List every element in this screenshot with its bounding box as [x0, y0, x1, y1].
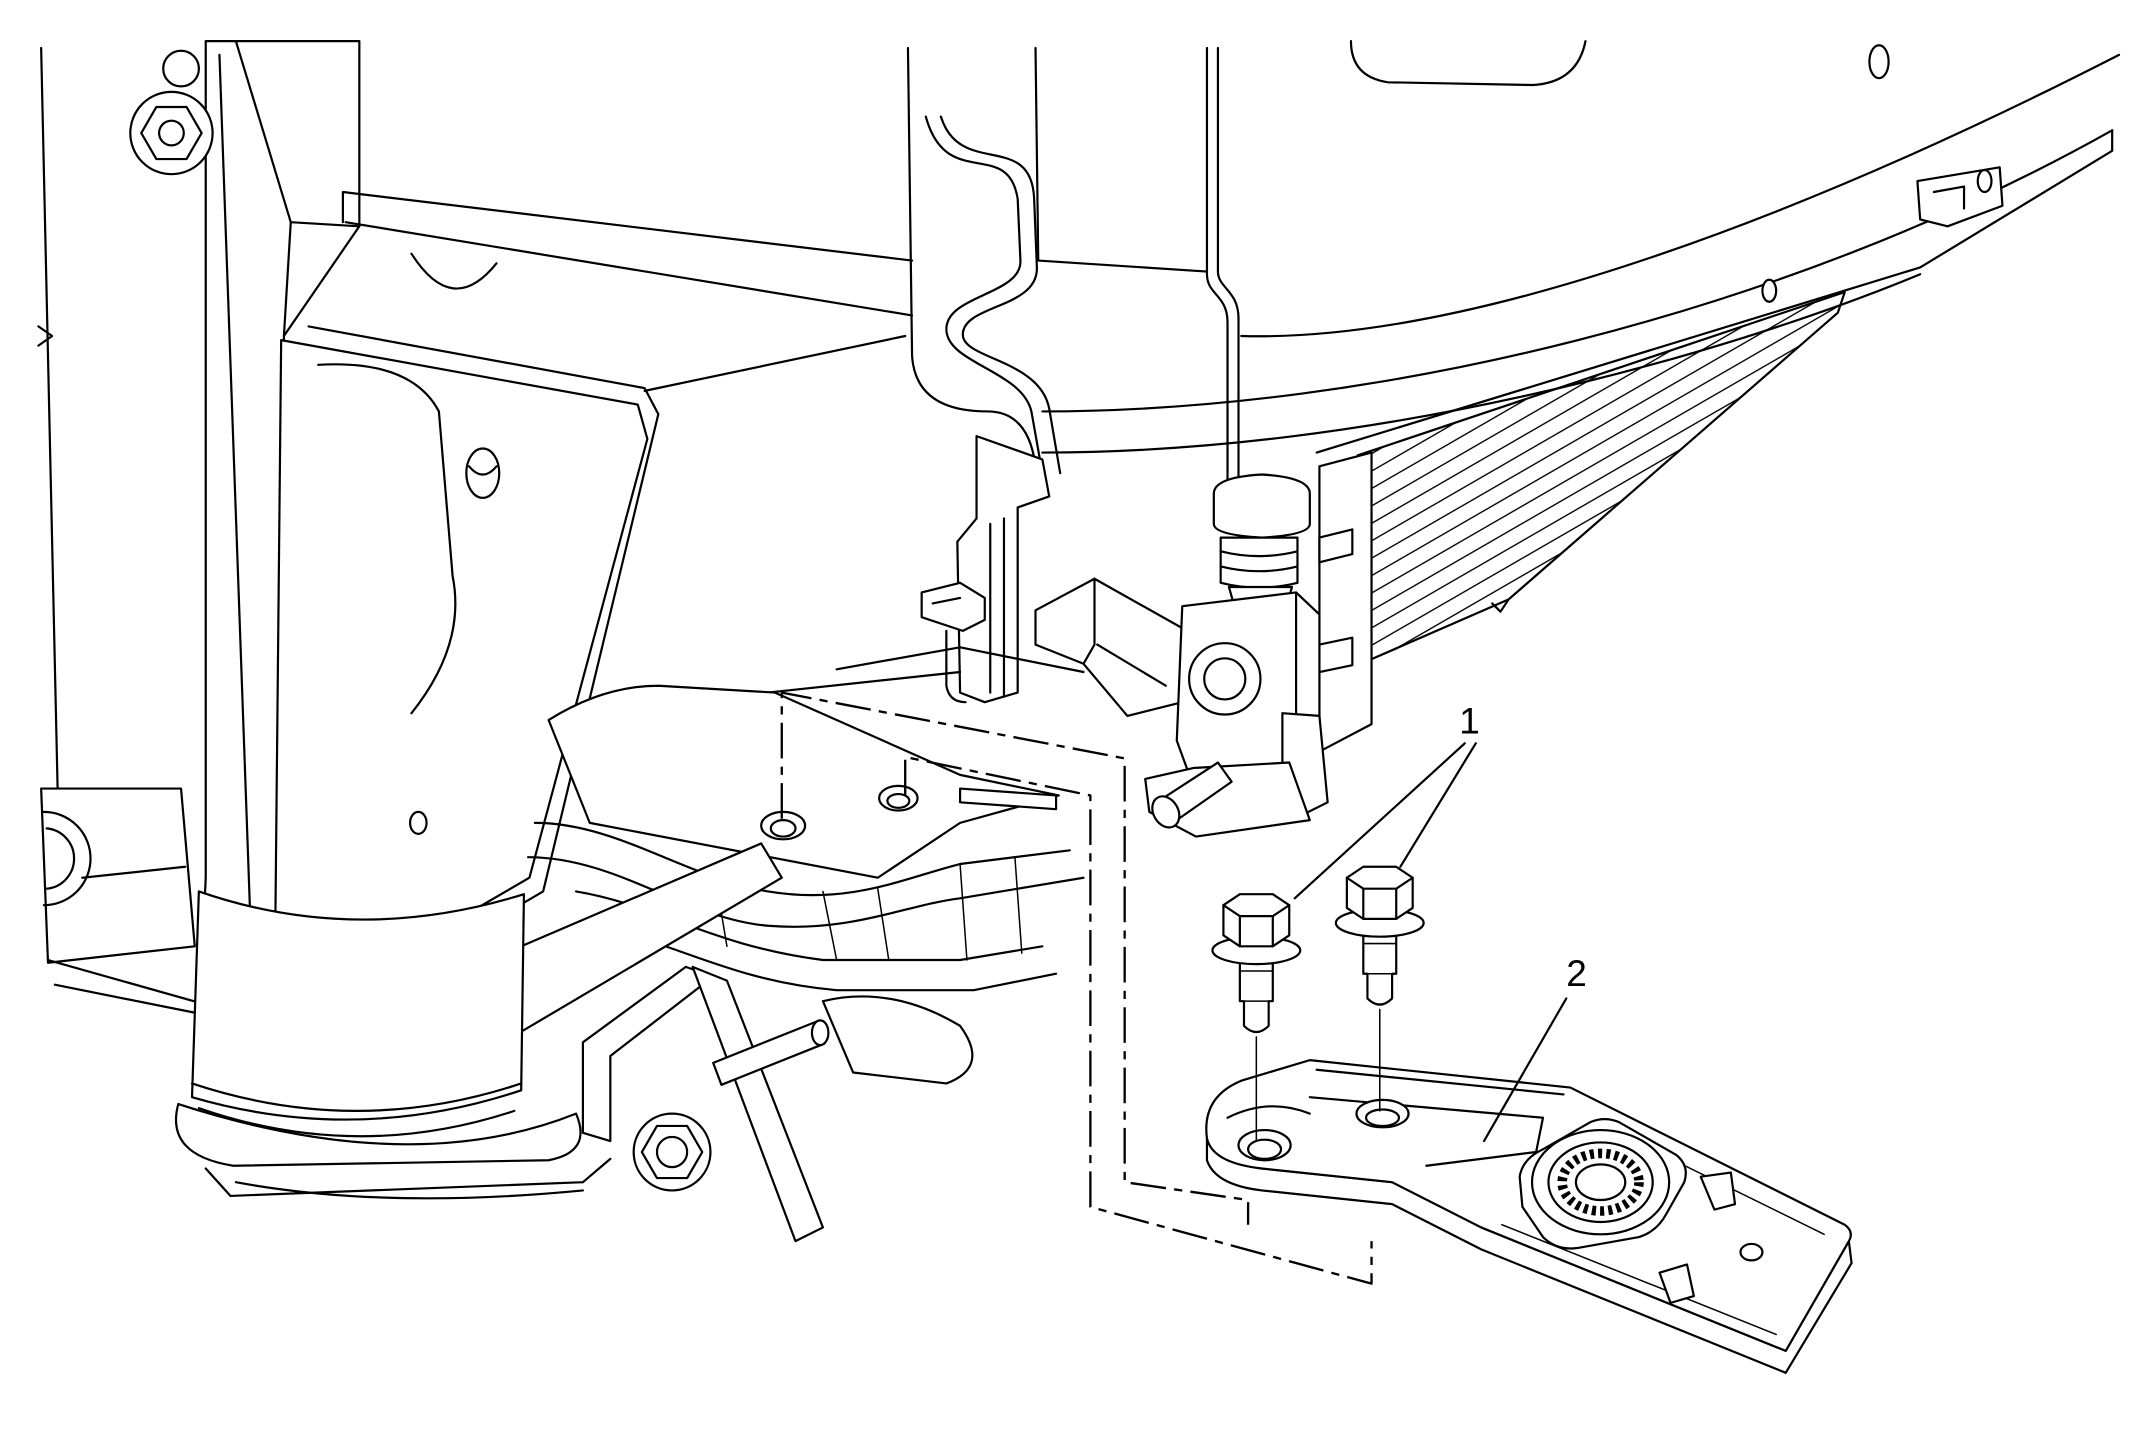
tow-bracket-hole-right-bore: [1364, 1108, 1401, 1128]
panel-upper-hole: [1868, 44, 1890, 80]
bolt-callout-label: 1: [1459, 700, 1480, 742]
crossmember-hole-left: [760, 810, 807, 841]
tie-bar-notch: [410, 252, 498, 290]
strut-mount: [174, 890, 612, 1200]
bolt-leader-line-left: [1293, 742, 1466, 900]
lower-left-opening: [42, 810, 92, 907]
panel-hole-right: [1976, 168, 1993, 194]
tie-nut-bore: [655, 1135, 689, 1169]
mounting-plate-ribs: [989, 517, 1006, 698]
crossmember-tube-upper: [526, 821, 1085, 928]
bracket-plate-bead: [317, 363, 457, 715]
retainer-tab-lower: [1658, 1263, 1695, 1304]
radiator-tank-clip: [1318, 528, 1354, 674]
tie-pin-end: [810, 1019, 830, 1047]
tow-bracket-small-hole: [1739, 1242, 1764, 1262]
frame-rail-edge: [218, 40, 361, 1016]
bolt-left-head-edges: [1238, 915, 1274, 948]
bolt-right: [1334, 865, 1425, 1112]
bolt-left-head-top: [1222, 893, 1291, 918]
bracket-callout-label: 2: [1566, 952, 1587, 994]
strut-base-plate: [174, 1102, 582, 1167]
chevron-mark: [37, 325, 54, 347]
crossmember-hole-left-bore: [769, 819, 797, 838]
side-clip-edge: [931, 596, 967, 704]
crossmember-slot: [958, 787, 1058, 811]
bracket-leader-line: [1482, 997, 1568, 1143]
frame-bolt-center: [158, 119, 185, 147]
side-clip: [920, 581, 986, 632]
angled-plate-fold: [1082, 577, 1167, 687]
bracket-plate-hole: [465, 447, 501, 499]
panel-top-dome: [1349, 40, 1587, 87]
frame-bolt-head: [140, 105, 203, 161]
radiator-tank: [1318, 451, 1373, 753]
bracket-plate-hole-lip: [467, 465, 498, 476]
bolt-leader-line-right: [1399, 742, 1477, 868]
upper-panels: [906, 40, 2121, 488]
strut-body: [190, 890, 526, 1121]
alignment-lines: [780, 691, 1373, 1285]
radiator-core: [1318, 291, 1846, 753]
radiator-side-bracket-right-edge: [1205, 46, 1240, 488]
bolt-right-thread-lines: [1362, 942, 1397, 975]
tow-bracket-hole-right: [1355, 1098, 1410, 1129]
upper-tie-bar: [341, 190, 914, 317]
radiator-side-bracket-inner-edge: [1034, 46, 1040, 262]
tow-bracket-hole-left: [1237, 1128, 1292, 1162]
tie-bracket-arm: [691, 965, 825, 1243]
tie-bracket-side: [581, 965, 715, 1143]
panel-connector-line: [643, 334, 907, 392]
connector-lower-bracket: [1144, 761, 1311, 838]
lower-left-block: [40, 787, 196, 964]
strut-skid: [204, 1157, 612, 1200]
tie-bracket: [581, 965, 974, 1243]
tow-bracket: [1205, 1059, 1853, 1374]
bolt-left-thread-lines: [1239, 970, 1274, 1002]
outer-skin-edge: [40, 46, 59, 790]
bolt-right-head-top: [1345, 865, 1414, 890]
alignment-line-left-hole: [780, 691, 1250, 1225]
tow-bracket-step: [1308, 1068, 1565, 1167]
panel-lip-edge: [1315, 129, 2114, 454]
panel-inner-curve: [1240, 53, 2121, 338]
wavy-strap-inner: [939, 115, 1062, 475]
wavy-strap-outer: [924, 115, 1044, 475]
bracket-plate-small-hole: [408, 810, 428, 835]
center-connector-assembly: [920, 435, 1329, 838]
radiator-bottom-notch: [1491, 598, 1510, 613]
bolt-right-head-edges: [1362, 887, 1398, 920]
connector-cap: [1212, 473, 1311, 539]
retainer-tab-upper: [1699, 1171, 1737, 1211]
panel-hole-center: [1761, 278, 1778, 303]
crossmember-back-edge: [766, 646, 1085, 694]
tow-bracket-boss: [1226, 1105, 1311, 1119]
radiator-side-bracket-left-edge: [906, 46, 1037, 468]
tow-bracket-hole-left-bore: [1247, 1138, 1283, 1160]
alignment-line-right-hole: [904, 755, 1373, 1285]
callouts: 1 2: [1293, 700, 1587, 1143]
bolt-left: [1211, 893, 1302, 1142]
connector-ring-lines: [1219, 550, 1299, 573]
gear-bore: [1574, 1163, 1627, 1202]
angled-plate: [1034, 577, 1184, 717]
strut-rings: [190, 1082, 523, 1138]
connector-bolt-end: [1151, 795, 1181, 829]
connector-rings: [1219, 536, 1299, 589]
gear-teeth: [1557, 1148, 1644, 1216]
radiator-fins: [1356, 291, 1846, 667]
paddle-plate: [821, 995, 974, 1085]
panel-tab-slot: [1932, 185, 1966, 210]
bracket-cross-line: [1037, 259, 1209, 273]
tie-nut: [640, 1124, 704, 1180]
upper-bolt-tip: [162, 49, 200, 88]
left-frame-area: [37, 40, 914, 1038]
crossmember-top-plate: [547, 684, 1060, 879]
crossmember-hole-right-bore: [886, 792, 911, 809]
connector-boss-bore: [1203, 657, 1247, 701]
